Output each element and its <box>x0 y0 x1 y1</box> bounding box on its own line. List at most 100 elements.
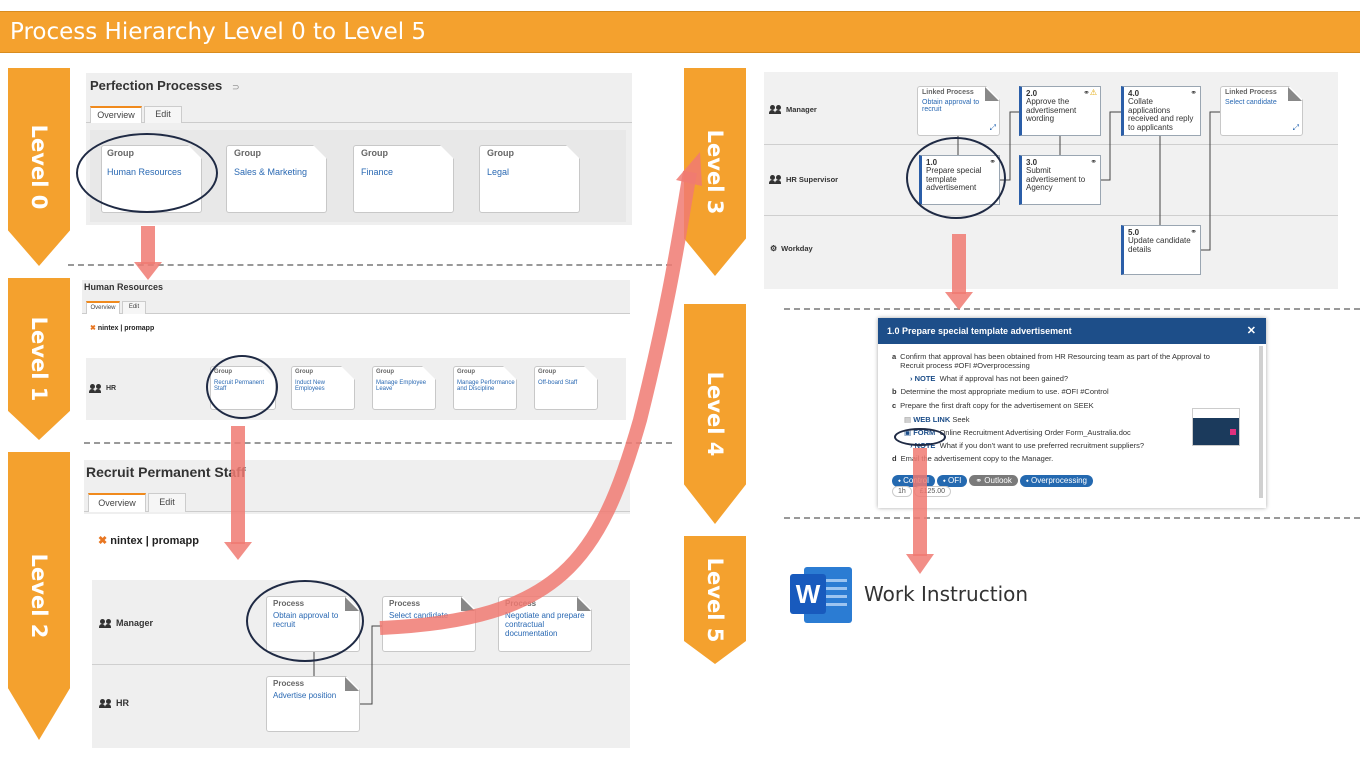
highlight-ring <box>206 355 278 419</box>
lane-workday: ⚙Workday <box>770 244 813 253</box>
scrollbar[interactable] <box>1259 346 1263 498</box>
separator <box>68 264 672 266</box>
tag-outlook[interactable]: ⚭ Outlook <box>969 475 1018 486</box>
form-text: Online Recruitment Advertising Order For… <box>939 428 1131 438</box>
group-card[interactable]: Group Induct New Employees <box>291 366 355 410</box>
connector-line <box>1101 111 1121 181</box>
dialog-header: 1.0 Prepare special template advertiseme… <box>878 318 1266 344</box>
separator <box>784 308 1360 310</box>
link-icon: ⚭ <box>1090 157 1097 166</box>
step-number: 5.0 <box>1128 228 1140 237</box>
tab-edit[interactable]: Edit <box>122 301 146 314</box>
card-type: Process <box>273 679 305 688</box>
highlight-ring <box>76 133 218 213</box>
lane-label: Workday <box>781 244 813 253</box>
thumbnail-image <box>1192 408 1240 446</box>
people-icon <box>769 175 782 184</box>
card-link: Advertise position <box>273 691 337 700</box>
nintex-x-icon: ✖ <box>90 325 96 332</box>
weblink-label[interactable]: WEB LINK <box>913 414 951 424</box>
step-number: 3.0 <box>1026 158 1038 167</box>
step-text: Submit advertisement to Agency <box>1026 166 1086 193</box>
weblink-text: Seek <box>952 414 970 424</box>
level-2-ribbon: Level 2 <box>8 452 70 740</box>
close-icon[interactable]: ✕ <box>1246 325 1256 337</box>
card-type: Group <box>361 148 388 158</box>
tab-overview[interactable]: Overview <box>88 493 146 512</box>
tag-text: Overprocessing <box>1030 476 1088 485</box>
tag-overprocessing[interactable]: ⬩ Overprocessing <box>1019 475 1094 487</box>
separator <box>84 442 672 444</box>
lane-manager: Manager <box>769 105 817 114</box>
cost-badge: £125.00 <box>913 486 952 497</box>
item-letter: b <box>892 387 897 397</box>
card-link: Obtain approval to recruit <box>922 99 980 113</box>
step-2[interactable]: 2.0 Approve the advertisement wording ⚭⚠ <box>1019 86 1101 136</box>
tab-overview[interactable]: Overview <box>86 301 120 314</box>
linked-process-card[interactable]: Linked Process Obtain approval to recrui… <box>917 86 1000 136</box>
item-letter: d <box>892 454 897 463</box>
people-icon <box>89 384 102 393</box>
thumbnail-topbar <box>1193 409 1239 418</box>
step-detail-dialog: 1.0 Prepare special template advertiseme… <box>878 318 1266 508</box>
lane-divider <box>92 664 630 665</box>
level2-tabs: Overview Edit <box>84 492 630 512</box>
linked-process-card[interactable]: Linked Process Select candidate ⤢ <box>1220 86 1303 136</box>
card-type: Group <box>295 369 313 375</box>
brand-logo: ✖ nintex | promapp <box>90 324 154 332</box>
step-5[interactable]: 5.0 Update candidate details ⚭ <box>1121 225 1201 275</box>
tag-ofi[interactable]: ⬩ OFI <box>936 475 968 487</box>
step-4[interactable]: 4.0 Collate applications received and re… <box>1121 86 1201 136</box>
link-icon: ⚭ <box>1190 88 1197 97</box>
highlight-ring <box>246 580 364 662</box>
lane-label: Manager <box>786 105 817 114</box>
tag-text: Outlook <box>984 476 1012 485</box>
card-link: Finance <box>361 167 394 177</box>
card-link: Select candidate <box>1225 99 1277 106</box>
meta-row: 1h £125.00 <box>892 486 952 497</box>
people-icon <box>99 618 112 628</box>
tab-edit[interactable]: Edit <box>144 106 182 123</box>
note-label[interactable]: NOTE <box>914 373 936 383</box>
thumbnail-accent <box>1230 429 1236 435</box>
expand-icon[interactable]: ⤢ <box>989 123 996 132</box>
link-and-warning-icons: ⚭⚠ <box>1083 88 1097 97</box>
system-icon: ⚙ <box>770 244 778 253</box>
tab-edit[interactable]: Edit <box>148 493 186 512</box>
lane-label: HR <box>116 698 129 708</box>
brand-logo: ✖ nintex | promapp <box>98 534 199 547</box>
work-instruction-label: Work Instruction <box>864 582 1029 606</box>
level1-title: Human Resources <box>84 282 164 292</box>
step-number: 4.0 <box>1128 89 1140 98</box>
note-text: What if approval has not been gained? <box>939 373 1069 383</box>
note-row: › NOTE What if you don't want to use pre… <box>910 441 1212 450</box>
item-text: Prepare the first draft copy for the adv… <box>900 400 1094 410</box>
lane-label: HR Supervisor <box>786 175 839 184</box>
level1-tabs: Overview Edit <box>82 300 630 314</box>
level2-title: Recruit Permanent Staff <box>86 464 246 480</box>
tag-text: OFI <box>948 476 962 485</box>
tab-overview[interactable]: Overview <box>90 106 142 123</box>
weblink-row: ▤ WEB LINK Seek <box>904 415 1212 424</box>
word-badge: W <box>790 574 826 614</box>
group-card[interactable]: Group Sales & Marketing <box>226 145 327 213</box>
expand-icon[interactable]: ⤢ <box>1292 123 1299 132</box>
process-card[interactable]: Process Advertise position <box>266 676 360 732</box>
lane-hr: HR <box>99 698 129 708</box>
dialog-title: 1.0 Prepare special template advertiseme… <box>887 326 1072 336</box>
level0-title: Perfection Processes <box>90 78 223 93</box>
separator <box>784 517 1360 519</box>
item-text: Confirm that approval has been obtained … <box>900 352 1210 371</box>
step-text: Collate applications received and reply … <box>1128 97 1194 132</box>
lane-divider <box>764 215 1338 216</box>
people-icon <box>769 105 782 114</box>
nintex-x-icon: ✖ <box>98 535 108 547</box>
card-type: Group <box>234 148 261 158</box>
step-number: 2.0 <box>1026 89 1038 98</box>
lane-label: HR <box>106 385 117 392</box>
card-type: Linked Process <box>1225 89 1277 96</box>
lane-label: Manager <box>116 618 154 628</box>
step-3[interactable]: 3.0 Submit advertisement to Agency ⚭ <box>1019 155 1101 205</box>
